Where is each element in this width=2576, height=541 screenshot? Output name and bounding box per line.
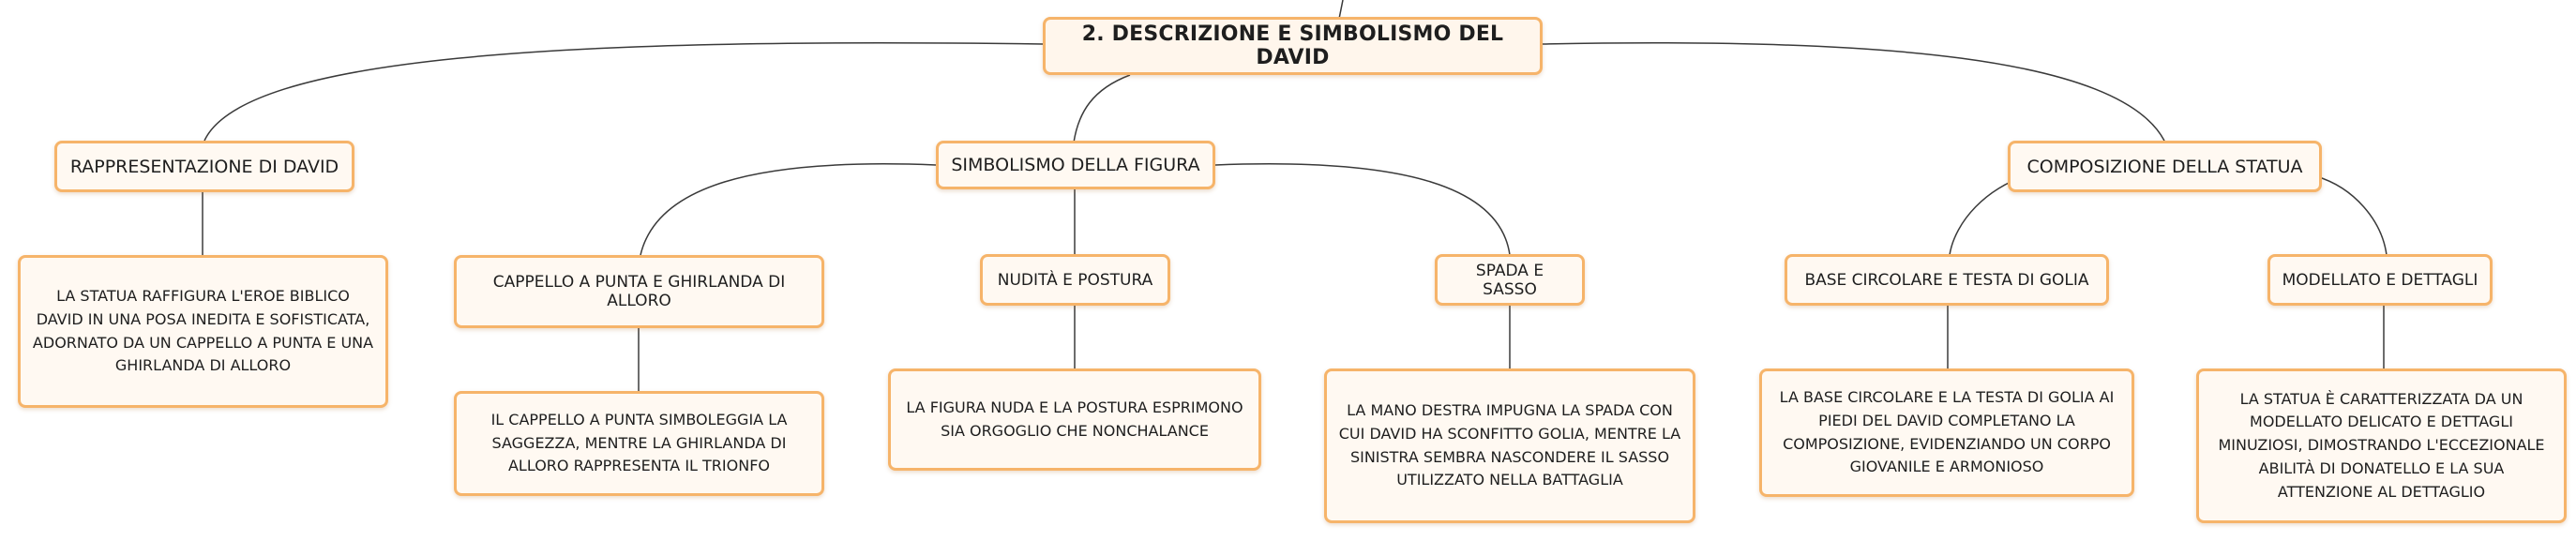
- detail-spada[interactable]: LA MANO DESTRA IMPUGNA LA SPADA CON CUI …: [1324, 368, 1695, 523]
- detail-base[interactable]: LA BASE CIRCOLARE E LA TESTA DI GOLIA AI…: [1759, 368, 2134, 497]
- topic-cappello-label: CAPPELLO A PUNTA E GHIRLANDA DI ALLORO: [492, 273, 786, 310]
- topic-base-label: BASE CIRCOLARE E TESTA DI GOLIA: [1804, 270, 2089, 290]
- connector-simbolismo-cappello: [640, 163, 937, 256]
- connector-composizione-modellato: [2315, 175, 2388, 256]
- root-topic-label: 2. DESCRIZIONE E SIMBOLISMO DEL DAVID: [1081, 23, 1504, 69]
- topic-modellato[interactable]: MODELLATO E DETTAGLI: [2267, 254, 2493, 306]
- connector-root-composizione: [1542, 41, 2165, 142]
- detail-modellato[interactable]: LA STATUA È CARATTERIZZATA DA UN MODELLA…: [2196, 368, 2567, 523]
- connector-root-rappresentazione: [203, 41, 1044, 142]
- connector-root-simbolismo: [1073, 74, 1131, 143]
- topic-spada-label: SPADA E SASSO: [1475, 261, 1544, 299]
- connector-simbolismo-spada: [1214, 163, 1511, 256]
- detail-base-text: LA BASE CIRCOLARE E LA TESTA DI GOLIA AI…: [1779, 387, 2115, 476]
- topic-nudita[interactable]: NUDITÀ E POSTURA: [980, 254, 1170, 306]
- topic-simbolismo-label: SIMBOLISMO DELLA FIGURA: [951, 155, 1200, 175]
- detail-cappello[interactable]: IL CAPPELLO A PUNTA SIMBOLEGGIA LA SAGGE…: [454, 391, 824, 496]
- topic-rappresentazione[interactable]: RAPPRESENTAZIONE DI DAVID: [54, 141, 354, 192]
- topic-modellato-label: MODELLATO E DETTAGLI: [2282, 270, 2478, 290]
- detail-rappresentazione[interactable]: LA STATUA RAFFIGURA L'EROE BIBLICO DAVID…: [18, 255, 388, 408]
- detail-spada-text: LA MANO DESTRA IMPUGNA LA SPADA CON CUI …: [1338, 400, 1681, 489]
- detail-cappello-text: IL CAPPELLO A PUNTA SIMBOLEGGIA LA SAGGE…: [490, 410, 788, 475]
- detail-modellato-text: LA STATUA È CARATTERIZZATA DA UN MODELLA…: [2218, 389, 2545, 501]
- topic-base[interactable]: BASE CIRCOLARE E TESTA DI GOLIA: [1785, 254, 2109, 306]
- connector-parent-root: [1338, 0, 1344, 20]
- topic-spada[interactable]: SPADA E SASSO: [1435, 254, 1585, 306]
- topic-nudita-label: NUDITÀ E POSTURA: [997, 270, 1153, 290]
- topic-cappello[interactable]: CAPPELLO A PUNTA E GHIRLANDA DI ALLORO: [454, 255, 824, 328]
- topic-rappresentazione-label: RAPPRESENTAZIONE DI DAVID: [69, 156, 339, 177]
- topic-simbolismo[interactable]: SIMBOLISMO DELLA FIGURA: [936, 141, 1215, 189]
- detail-rappresentazione-text: LA STATUA RAFFIGURA L'EROE BIBLICO DAVID…: [32, 286, 374, 375]
- topic-composizione[interactable]: COMPOSIZIONE DELLA STATUA: [2008, 141, 2322, 192]
- detail-nudita-text: LA FIGURA NUDA E LA POSTURA ESPRIMONO SI…: [906, 398, 1243, 440]
- root-topic[interactable]: 2. DESCRIZIONE E SIMBOLISMO DEL DAVID: [1043, 17, 1543, 75]
- detail-nudita[interactable]: LA FIGURA NUDA E LA POSTURA ESPRIMONO SI…: [888, 368, 1261, 471]
- topic-composizione-label: COMPOSIZIONE DELLA STATUA: [2026, 156, 2303, 177]
